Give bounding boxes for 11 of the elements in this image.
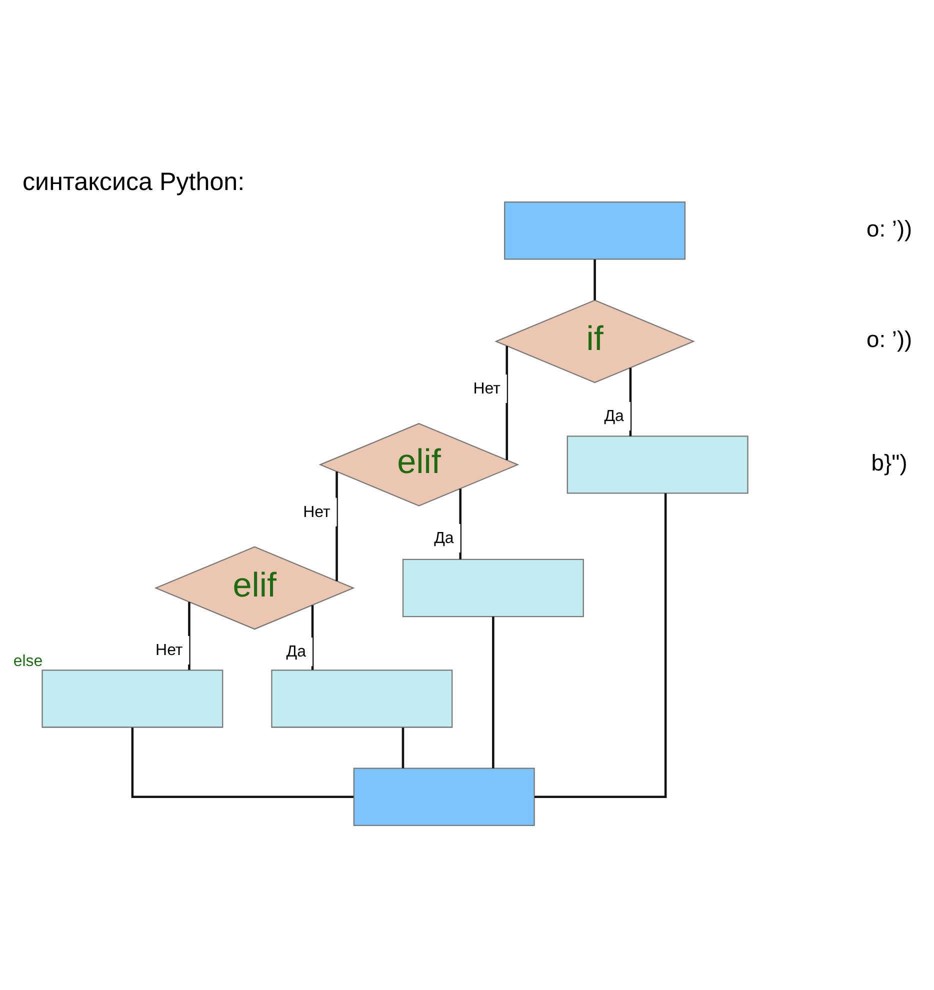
edge-label: Нет bbox=[155, 642, 182, 659]
label: о: ’)) bbox=[866, 214, 912, 241]
edge-label: Нет bbox=[302, 503, 330, 520]
edge-label: Нет bbox=[472, 380, 500, 398]
node-label: else bbox=[12, 652, 42, 670]
edge-label: Да bbox=[604, 408, 624, 425]
diagram-title: синтаксиса Python: bbox=[22, 168, 244, 196]
label: о: ’)) bbox=[866, 326, 912, 352]
edge-label: Да bbox=[434, 530, 454, 547]
edge-label: Да bbox=[286, 643, 306, 660]
label: b}") bbox=[870, 448, 907, 475]
